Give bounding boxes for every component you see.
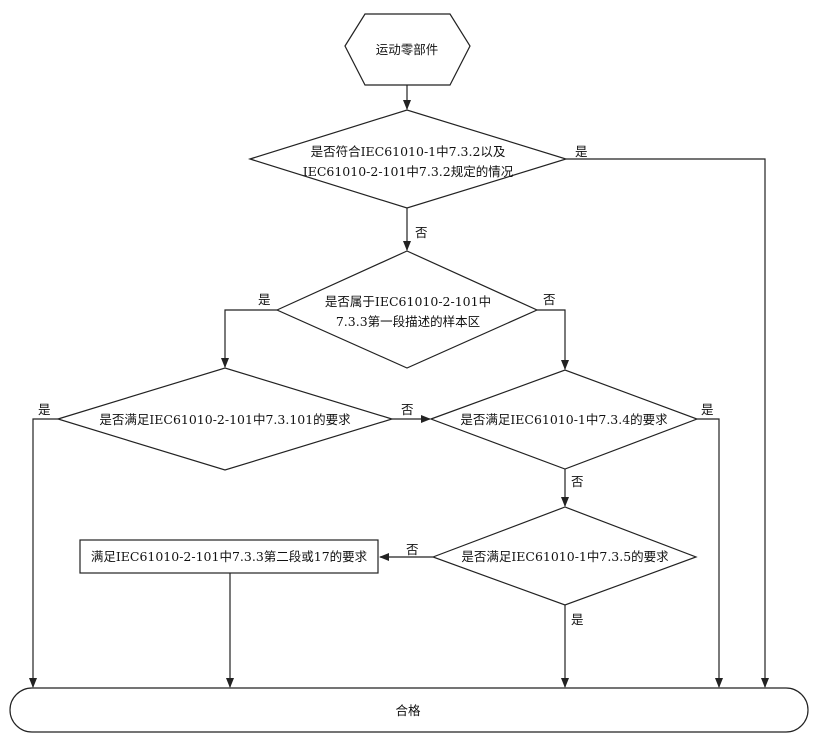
decision-q3-label: 是否满足IEC61010-2-101中7.3.101的要求 [99, 412, 351, 427]
process-box-label: 满足IEC61010-2-101中7.3.3第二段或17的要求 [91, 549, 368, 564]
decision-q5-label: 是否满足IEC61010-1中7.3.5的要求 [461, 549, 669, 564]
edge-q2-no-label: 否 [543, 292, 556, 307]
decision-q2-label-line1: 是否属于IEC61010-2-101中 [325, 294, 491, 309]
end-node: 合格 [9, 687, 809, 733]
edge-q5-no-label: 否 [406, 542, 419, 557]
decision-q4-label: 是否满足IEC61010-1中7.3.4的要求 [460, 412, 668, 427]
edge-q1-no-label: 否 [415, 225, 428, 240]
start-node-label: 运动零部件 [376, 42, 439, 57]
edge-q2-yes-label: 是 [258, 292, 271, 307]
edge-q2-yes [221, 309, 277, 368]
end-node-label: 合格 [395, 703, 421, 718]
edge-q4-yes [697, 418, 723, 688]
decision-q3: 是否满足IEC61010-2-101中7.3.101的要求 [55, 367, 395, 471]
edge-q1-yes [566, 158, 769, 688]
edge-q1-yes-label: 是 [575, 144, 588, 159]
edge-q5-yes-label: 是 [571, 612, 584, 627]
edge-q3-no-label: 否 [401, 402, 414, 417]
decision-q1: 是否符合IEC61010-1中7.3.2以及 IEC61010-2-101中7.… [247, 109, 569, 209]
edge-q3-yes-label: 是 [38, 402, 51, 417]
process-box: 满足IEC61010-2-101中7.3.3第二段或17的要求 [79, 539, 379, 574]
edge-q4-yes-label: 是 [701, 402, 714, 417]
decision-q2: 是否属于IEC61010-2-101中 7.3.3第一段描述的样本区 [275, 250, 539, 369]
decision-q4: 是否满足IEC61010-1中7.3.4的要求 [429, 369, 699, 470]
edge-q3-yes [29, 418, 58, 688]
decision-q5: 是否满足IEC61010-1中7.3.5的要求 [431, 506, 698, 606]
decision-q1-label-line1: 是否符合IEC61010-1中7.3.2以及 [311, 144, 506, 159]
edge-q2-no [537, 309, 569, 370]
decision-q2-label-line2: 7.3.3第一段描述的样本区 [336, 314, 480, 329]
start-node: 运动零部件 [344, 13, 471, 86]
decision-q1-label-line2: IEC61010-2-101中7.3.2规定的情况 [303, 164, 514, 179]
edge-q4-no-label: 否 [571, 474, 584, 489]
